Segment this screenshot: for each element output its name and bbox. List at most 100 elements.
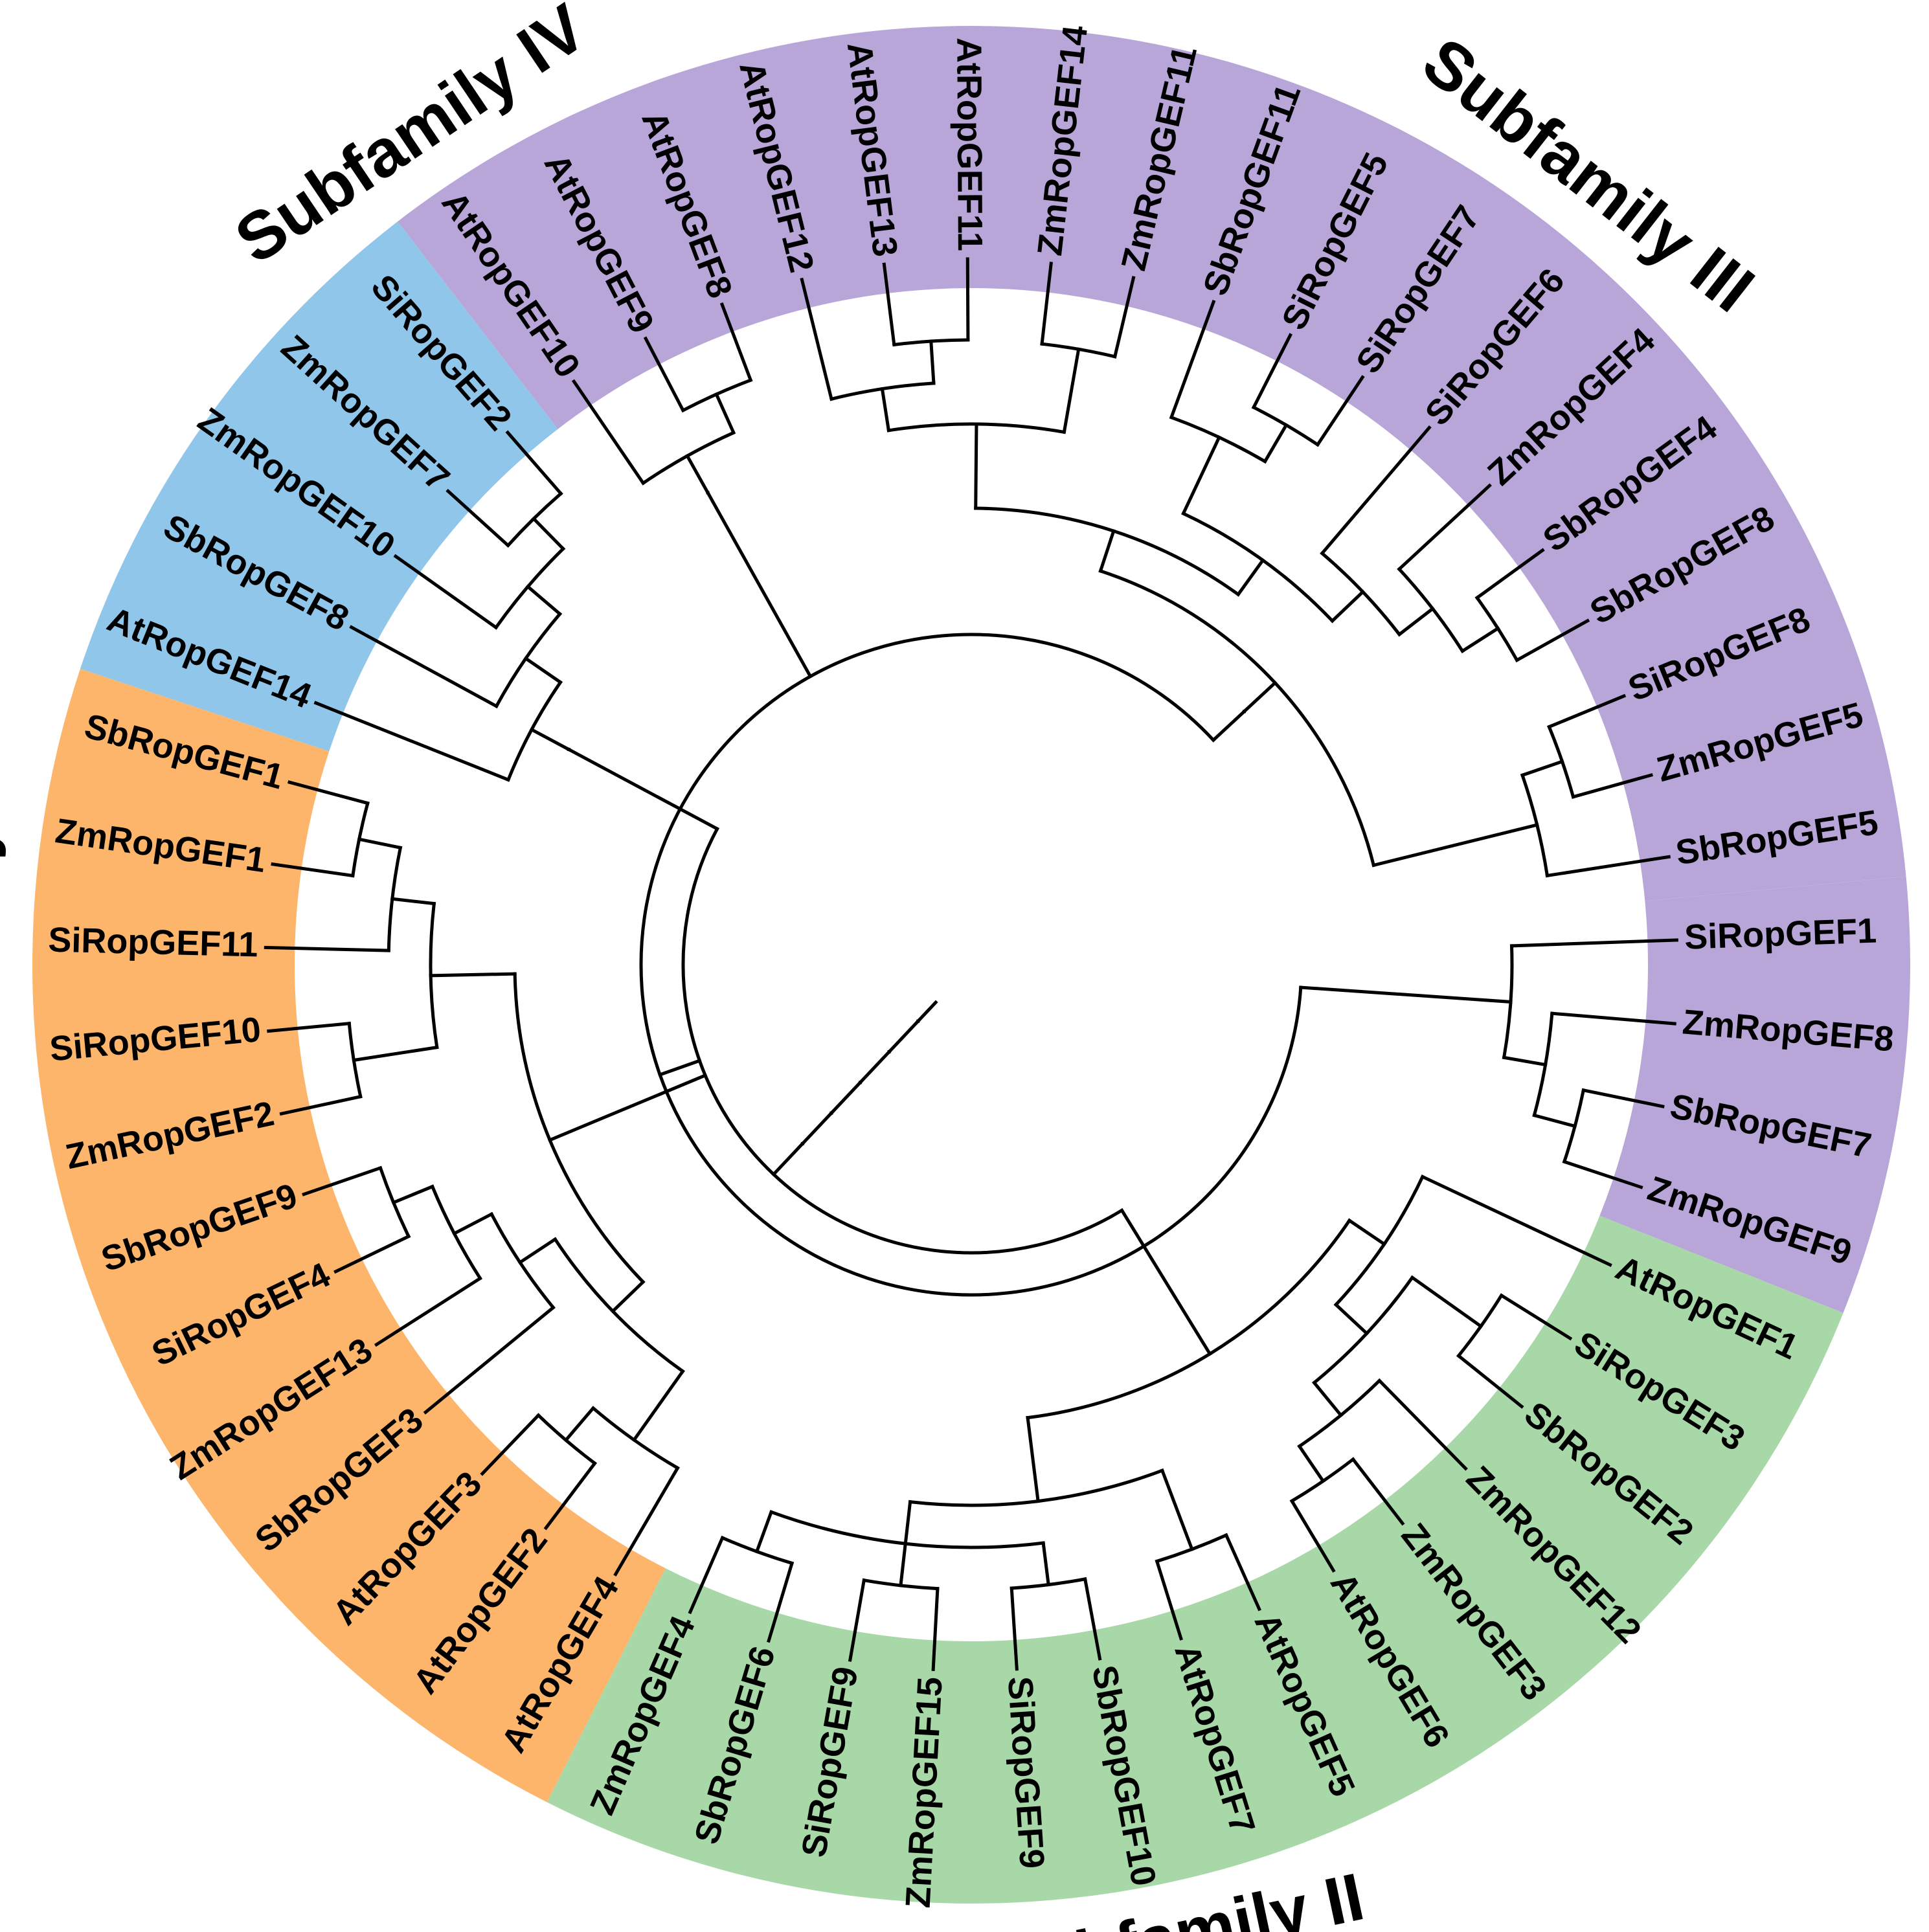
clade-arc — [829, 381, 936, 401]
leaf-branch — [1224, 1533, 1261, 1612]
clade-arc — [1397, 567, 1465, 654]
leaf-branch — [313, 701, 511, 782]
internal-branch — [631, 1369, 685, 1443]
internal-branch — [531, 516, 566, 552]
leaf-branch — [1581, 1088, 1665, 1108]
leaf-branch — [848, 1578, 866, 1662]
clade-arc — [639, 633, 1303, 1297]
internal-branch — [1241, 680, 1278, 714]
internal-branch — [1410, 1275, 1483, 1329]
internal-branch — [714, 392, 736, 435]
internal-branch — [452, 1211, 494, 1236]
clade-arc — [908, 1468, 1165, 1507]
leaf-branch — [1010, 1586, 1019, 1671]
leaf-label: SiRopGEF11 — [48, 921, 258, 965]
leaf-label: AtRopGEF11 — [949, 38, 989, 251]
internal-branch — [1235, 557, 1265, 597]
internal-branch — [390, 897, 436, 906]
internal-branch — [899, 1542, 908, 1588]
leaf-branch — [1550, 1011, 1676, 1026]
leaf-branch — [719, 302, 753, 383]
internal-branch — [352, 1045, 439, 1062]
clade-arc — [351, 801, 370, 878]
clade-arc — [591, 1406, 680, 1470]
subfamily-band-iii — [1599, 876, 1910, 1313]
clade-arc — [1251, 405, 1320, 447]
leaf-branch — [1083, 1577, 1102, 1661]
clade-arc — [974, 506, 1241, 597]
leaf-branch — [480, 1413, 541, 1476]
internal-branch — [903, 1500, 912, 1545]
leaf-branch — [446, 488, 511, 548]
internal-branch — [1397, 606, 1435, 637]
clade-arc — [1320, 551, 1402, 637]
internal-branch — [1330, 589, 1366, 623]
internal-branch — [1026, 1415, 1040, 1503]
clade-arc — [430, 1184, 482, 1281]
internal-branch — [829, 1080, 863, 1116]
internal-branch — [517, 1237, 558, 1265]
leaf-branch — [1155, 1559, 1183, 1641]
leaf-branch — [571, 379, 646, 486]
clade-arc — [429, 901, 439, 1050]
clade-arc — [1026, 1218, 1352, 1420]
internal-branch — [547, 1073, 708, 1143]
clade-arc — [1169, 415, 1268, 464]
internal-branch — [357, 837, 403, 850]
internal-branch — [563, 1406, 596, 1443]
internal-branch — [1460, 626, 1500, 654]
leaf-branch — [1351, 1457, 1405, 1526]
clade-arc — [1520, 773, 1550, 878]
internal-branch — [1160, 1468, 1194, 1552]
clade-arc — [892, 338, 970, 347]
leaf-branch — [1562, 1160, 1643, 1189]
clade-arc — [1297, 1378, 1382, 1449]
internal-branch — [754, 1510, 774, 1554]
internal-branch — [1502, 1055, 1548, 1067]
leaf-branch — [688, 1535, 725, 1615]
clade-arc — [506, 491, 563, 548]
internal-branch — [771, 1141, 805, 1177]
internal-branch — [429, 972, 517, 978]
clade-arc — [1502, 944, 1514, 1060]
clade-arc — [387, 846, 403, 952]
leaf-branch — [1420, 1174, 1612, 1267]
clade-arc — [1474, 595, 1520, 663]
clade-arc — [347, 1022, 363, 1099]
leaf-branch — [349, 625, 499, 709]
internal-branch — [929, 339, 936, 385]
leaf-branch — [264, 945, 390, 952]
leaf-branch — [1397, 483, 1492, 572]
leaf-branch — [800, 277, 834, 401]
clade-arc — [489, 1211, 556, 1310]
internal-branch — [1062, 347, 1081, 434]
internal-branch — [529, 727, 571, 752]
internal-branch — [684, 453, 710, 495]
clade-arc — [1547, 724, 1575, 799]
clade-arc — [1532, 1011, 1554, 1118]
internal-branch — [1098, 528, 1116, 574]
internal-branch — [857, 1050, 892, 1085]
internal-branch — [1333, 1302, 1370, 1336]
internal-branch — [1120, 1208, 1212, 1356]
internal-branch — [1520, 759, 1564, 778]
clade-arc — [1155, 1533, 1228, 1564]
leaf-branch — [643, 336, 686, 413]
clade-arc — [862, 1578, 940, 1591]
subfamily-band-iii — [398, 25, 1906, 901]
leaf-branch — [882, 262, 896, 347]
leaf-branch — [374, 1275, 482, 1347]
clade-arc — [886, 422, 1066, 434]
leaf-branch — [1040, 262, 1053, 346]
leaf-branch — [1509, 938, 1678, 948]
clade-arc — [1333, 1174, 1425, 1307]
leaf-branch — [1515, 618, 1590, 663]
internal-branch — [1299, 985, 1513, 1004]
clade-arc — [640, 430, 736, 486]
branch-layer — [264, 257, 1678, 1672]
leaf-branch — [393, 554, 499, 630]
leaf-branch — [302, 1165, 383, 1196]
internal-branch — [566, 747, 719, 831]
internal-branch — [657, 1059, 702, 1077]
